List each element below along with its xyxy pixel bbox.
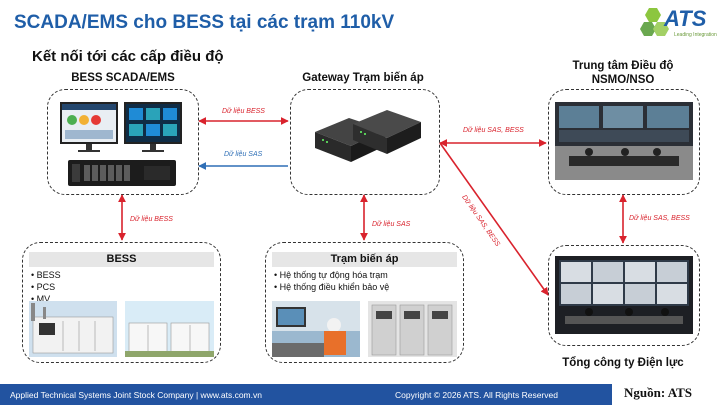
source-credit: Nguồn: ATS [624,385,693,400]
hexagon-logo-icon [640,8,669,36]
bess-item: • MV [31,294,51,304]
control-center-node [548,89,700,195]
scada-workstation-icon [60,102,182,186]
substation-heading: Trạm biến áp [272,252,457,267]
footer-bar [0,384,612,405]
gateway-device-icon [315,110,421,162]
control-center-title-line2: NSMO/NSO [591,74,655,86]
logo-text: ATS [664,6,707,31]
bess-container-photos [29,301,214,357]
page-subtitle: Kết nối tới các cấp điều độ [32,48,224,65]
gateway-node [290,89,440,195]
control-center-title-line1: Trung tâm Điều độ [572,60,674,72]
bess-node: BESS • BESS • PCS • MV [22,242,221,363]
gateway-title: Gateway Trạm biến áp [302,72,424,84]
substation-item: • Hệ thống điều khiển bảo vệ [274,282,390,292]
ats-logo: ATS Leading Integration [640,5,717,39]
page-title: SCADA/EMS cho BESS tại các trạm 110kV [14,12,395,33]
footer-copyright: Copyright © 2026 ATS. All Rights Reserve… [395,390,558,400]
bess-item: • BESS [31,270,61,280]
bess-item: • PCS [31,282,56,292]
link-label: Dữ liệu SAS, BESS [629,215,690,222]
logo-tagline: Leading Integration [674,32,717,38]
link-label: Dữ liệu BESS [222,108,265,115]
link-label: Dữ liệu SAS, BESS [463,127,524,134]
link-label: Dữ liệu SAS [224,151,263,158]
bess-scada-node [47,89,199,195]
bess-heading: BESS [29,252,214,267]
control-room-photo [555,102,693,180]
utility-control-room-photo [555,256,693,334]
footer-company: Applied Technical Systems Joint Stock Co… [10,390,262,400]
substation-node: Trạm biến áp • Hệ thống tự động hóa trạm… [265,242,464,363]
utility-node [548,245,700,346]
bess-scada-title: BESS SCADA/EMS [71,72,175,84]
link-label: Dữ liệu BESS [130,216,173,223]
substation-item: • Hệ thống tự động hóa trạm [274,270,388,280]
link-gateway-utility [439,142,549,296]
utility-title: Tổng công ty Điện lực [562,357,684,369]
link-label: Dữ liệu SAS [372,221,411,228]
substation-photos [272,301,457,357]
